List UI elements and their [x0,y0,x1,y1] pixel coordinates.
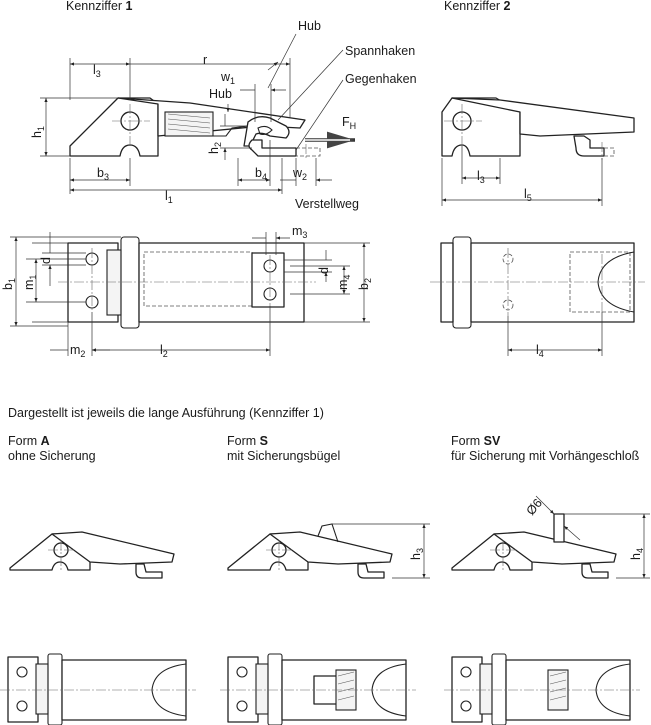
dim-m1: m1 [22,275,38,290]
dim-m2: m2 [70,343,85,359]
dim-h2: h2 [207,142,223,154]
dim-b1: b1 [1,278,17,290]
callout-verstellweg: Verstellweg [295,197,359,211]
dim-l4: l4 [536,343,544,359]
form-sv-label: Form SV für Sicherung mit Vorhängeschloß [451,434,640,463]
dim-h1: h1 [30,126,46,138]
k1-side-dims: l3 r w1 Hub Spannhaken Gegenhaken Hub h1… [30,19,417,211]
dim-b2: b2 [357,278,373,290]
dim-phi6: Ø6 [524,496,545,518]
dim-l3: l3 [93,63,101,79]
callout-spannhaken: Spannhaken [345,44,415,58]
dim-r: r [203,53,207,67]
dim-w2: w2 [292,166,307,182]
form-s-label: Form S mit Sicherungsbügel [227,434,341,463]
kennziffer-1-header: Kennziffer 1 [66,0,133,13]
dim-d-left: d [39,257,53,264]
callout-force: FH [342,115,356,131]
k2-top-dims: l4 [507,312,603,359]
form-a-label: Form A ohne Sicherung [8,434,96,463]
dim-h3: h3 [409,548,425,560]
dim-m3: m3 [292,224,307,240]
dim-l2: l2 [160,343,168,359]
callout-hub-inner: Hub [209,87,232,101]
k1-top-view [58,236,316,329]
form-a-top [0,653,196,725]
form-sv-side [451,513,617,579]
k1-top-dims: b1 m1 d m3 d m4 b2 m2 l2 [1,224,373,359]
callout-gegenhaken: Gegenhaken [345,72,417,86]
dim-m4: m4 [336,275,352,290]
form-sv-top [444,653,640,725]
form-a-side [9,531,175,579]
long-version-note: Dargestellt ist jeweils die lange Ausfüh… [8,406,324,420]
callout-hub-top: Hub [298,19,321,33]
k2-side-view [441,97,635,160]
dim-l1: l1 [165,189,173,205]
form-s-top [220,653,416,725]
dim-k2-l3: l3 [477,169,485,185]
kennziffer-2-header: Kennziffer 2 [444,0,511,13]
dim-l5: l5 [524,187,532,203]
dim-b4: b4 [255,166,267,182]
dim-h4: h4 [629,548,645,560]
form-s-dims: h3 [332,523,430,579]
k2-top-view [430,236,645,329]
dim-b3: b3 [97,166,109,182]
dim-w1: w1 [220,70,235,86]
form-s-side [227,523,393,579]
dim-d-right: d [317,267,331,274]
k2-side-dims: l3 l5 [441,146,603,206]
k1-side-view [69,97,355,160]
